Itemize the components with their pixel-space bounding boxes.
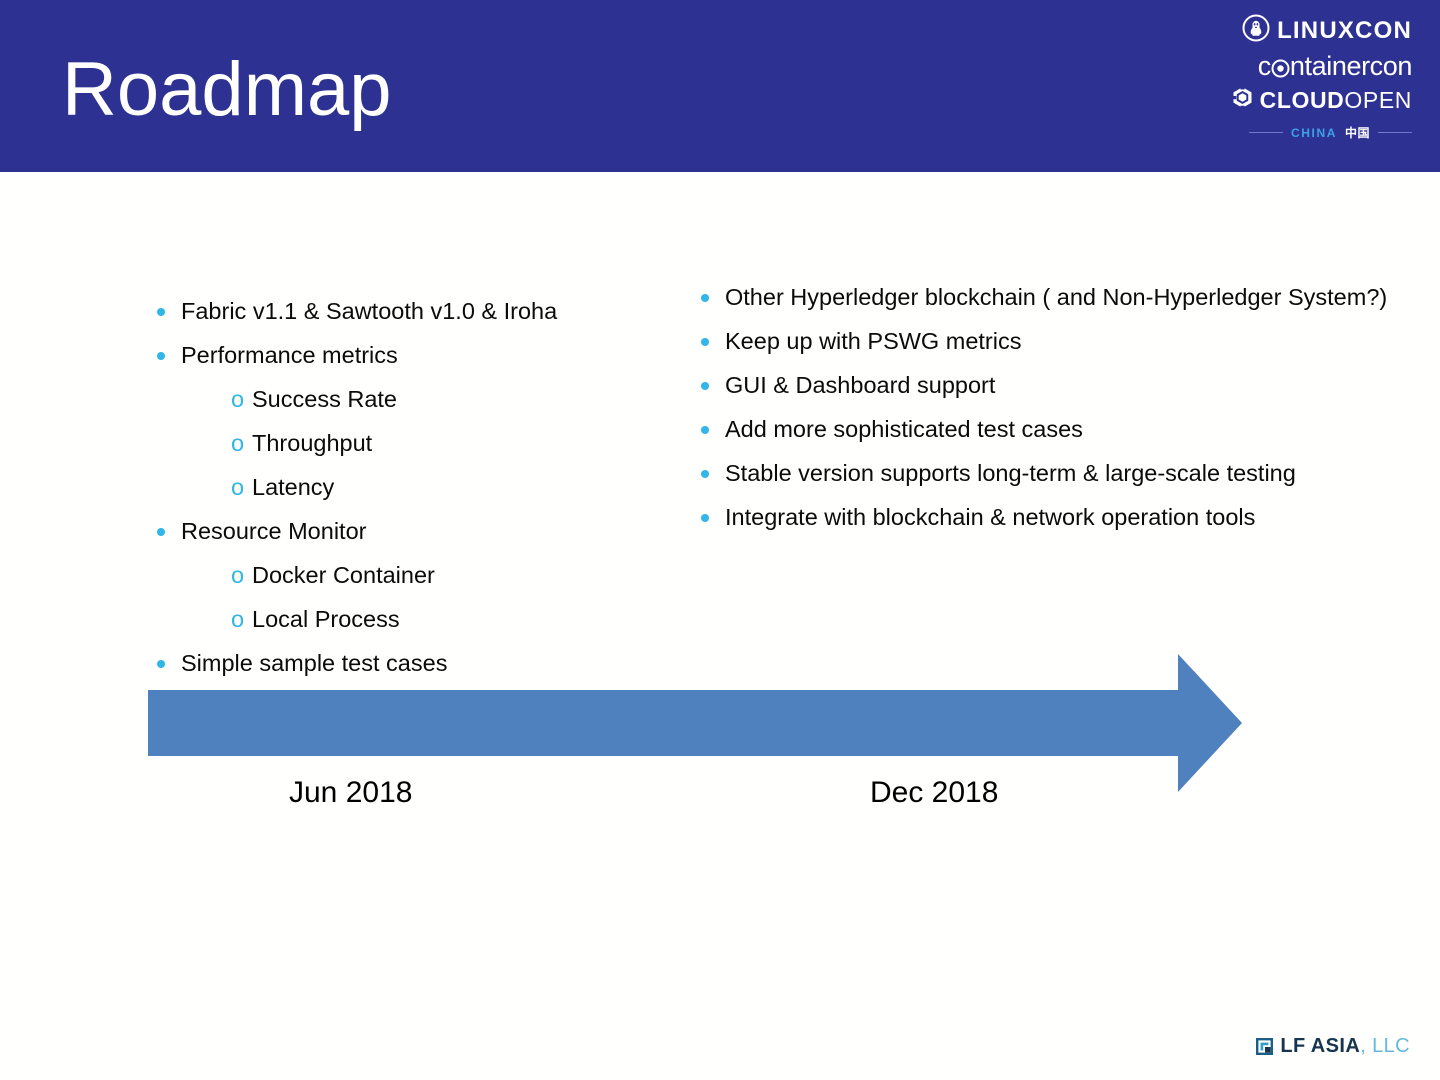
containercon-logo-row: c ntainercon (1230, 51, 1413, 82)
region-label: CHINA (1290, 125, 1337, 140)
list-item: Keep up with PSWG metrics (692, 320, 1398, 363)
list-item: Stable version supports long-term & larg… (692, 452, 1398, 495)
list-item: Other Hyperledger blockchain ( and Non-H… (692, 276, 1398, 319)
containercon-prefix: c (1257, 51, 1272, 81)
rule-right (1378, 132, 1412, 133)
target-circle-icon (1271, 51, 1290, 82)
cloudopen-logo-row: CLOUDOPEN (1230, 86, 1412, 114)
linuxcon-logo-row: LINUXCON (1230, 14, 1412, 47)
timeline-end-label: Dec 2018 (870, 776, 999, 809)
timeline-start-label: Jun 2018 (289, 776, 413, 809)
linuxcon-wordmark: LINUXCON (1277, 16, 1412, 44)
timeline-arrow (148, 654, 1242, 792)
footer-logo: LF ASIA, LLC (1256, 1035, 1410, 1058)
region-row: CHINA 中国 (1230, 124, 1412, 141)
rule-left (1248, 132, 1283, 133)
left-bullet-column: Fabric v1.1 & Sawtooth v1.0 & Iroha Perf… (148, 290, 668, 686)
conference-logo-lockup: LINUXCON c ntainercon (1230, 14, 1412, 141)
containercon-suffix: ntainercon (1289, 51, 1412, 81)
list-item: GUI & Dashboard support (692, 364, 1398, 407)
hexagon-gear-icon (1231, 86, 1254, 114)
list-item: Fabric v1.1 & Sawtooth v1.0 & Iroha (148, 290, 668, 333)
containercon-wordmark: c ntainercon (1257, 51, 1413, 82)
sub-list-item: Latency (148, 466, 668, 509)
footer-brand-name: LF ASIA (1280, 1035, 1361, 1057)
list-item: Integrate with blockchain & network oper… (692, 496, 1398, 539)
square-bracket-icon (1256, 1038, 1274, 1055)
footer-brand-suffix: , LLC (1360, 1035, 1410, 1057)
sub-list-item: Local Process (148, 598, 668, 641)
header-band (0, 0, 1440, 172)
region-label-cn: 中国 (1344, 126, 1370, 140)
open-word: OPEN (1344, 86, 1412, 113)
list-item: Resource Monitor (148, 510, 668, 553)
sub-list-item: Success Rate (148, 378, 668, 421)
cloudopen-wordmark: CLOUDOPEN (1260, 87, 1412, 114)
list-item: Add more sophisticated test cases (692, 408, 1398, 451)
cloud-word: CLOUD (1259, 86, 1345, 113)
right-bullet-column: Other Hyperledger blockchain ( and Non-H… (692, 276, 1398, 540)
sub-list-item: Throughput (148, 422, 668, 465)
list-item: Simple sample test cases (148, 642, 668, 685)
page-title: Roadmap (62, 47, 392, 132)
penguin-icon (1242, 14, 1270, 47)
footer-brand: LF ASIA, LLC (1280, 1035, 1410, 1058)
sub-list-item: Docker Container (148, 554, 668, 597)
list-item: Performance metrics (148, 334, 668, 377)
